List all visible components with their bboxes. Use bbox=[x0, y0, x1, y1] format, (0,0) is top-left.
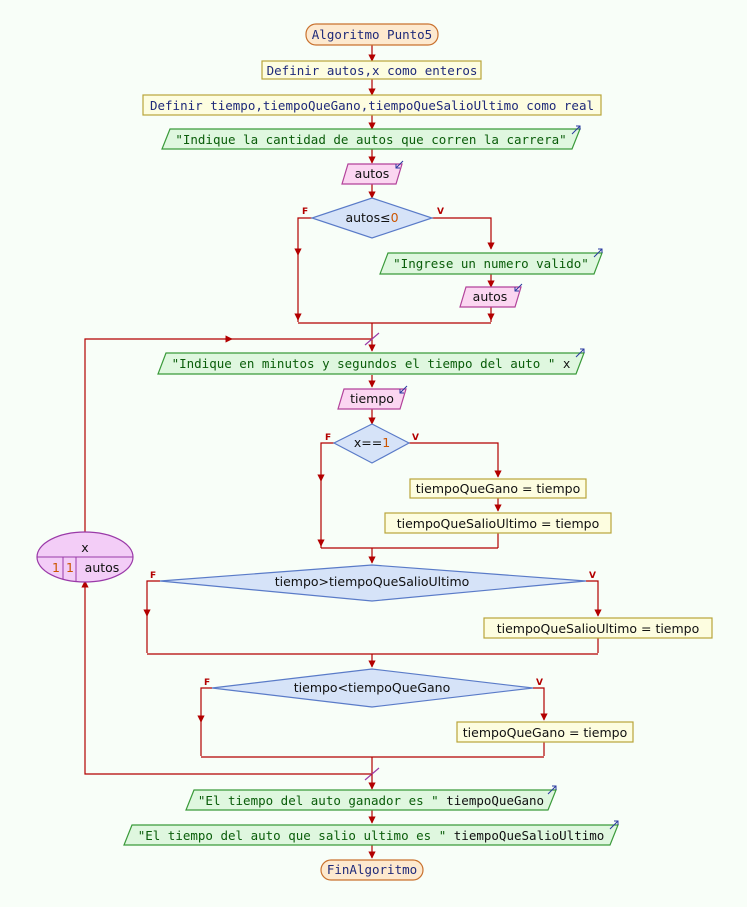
input-read-tiempo-label: tiempo bbox=[350, 391, 394, 406]
edges bbox=[81, 45, 602, 859]
decision-x-label: x==1 bbox=[354, 435, 390, 450]
output-arrow-icon bbox=[575, 348, 585, 358]
assign-tiempo-que-gano-2[interactable]: tiempoQueGano = tiempo bbox=[456, 721, 634, 743]
output-arrow-icon bbox=[547, 785, 557, 795]
decision-gano-label: tiempo<tiempoQueGano bbox=[294, 680, 451, 695]
false-flag: F bbox=[325, 433, 331, 443]
loop-end: autos bbox=[85, 560, 120, 575]
false-flag: F bbox=[150, 571, 156, 581]
output-invalid-label: "Ingrese un numero valido" bbox=[393, 256, 589, 271]
decision-tiempo-gt-ultimo[interactable]: tiempo>tiempoQueSalioUltimo bbox=[159, 564, 587, 602]
output-invalid-number[interactable]: "Ingrese un numero valido" bbox=[379, 248, 603, 275]
true-flag: V bbox=[412, 433, 419, 443]
loop-step: 1 bbox=[66, 560, 74, 575]
define-reals-label: Definir tiempo,tiempoQueGano,tiempoQueSa… bbox=[150, 98, 594, 113]
assign-gano-1-label: tiempoQueGano = tiempo bbox=[416, 481, 580, 496]
output-last-time[interactable]: "El tiempo del auto que salio ultimo es … bbox=[123, 820, 619, 846]
output-last-label: "El tiempo del auto que salio ultimo es … bbox=[138, 828, 605, 843]
end-terminal[interactable]: FinAlgoritmo bbox=[320, 859, 424, 881]
end-label: FinAlgoritmo bbox=[327, 862, 417, 877]
output-arrow-icon bbox=[593, 248, 603, 258]
true-flag: V bbox=[437, 207, 444, 217]
output-ask-count-label: "Indique la cantidad de autos que corren… bbox=[175, 132, 566, 147]
input-read-autos-label: autos bbox=[355, 166, 390, 181]
output-arrow-icon bbox=[571, 125, 581, 135]
assign-ultimo-1-label: tiempoQueSalioUltimo = tiempo bbox=[397, 516, 600, 531]
output-ask-time-label: "Indique en minutos y segundos el tiempo… bbox=[172, 356, 571, 371]
output-ask-time[interactable]: "Indique en minutos y segundos el tiempo… bbox=[157, 348, 585, 375]
true-flag: V bbox=[589, 571, 596, 581]
assign-gano-2-label: tiempoQueGano = tiempo bbox=[463, 725, 627, 740]
false-flag: F bbox=[204, 678, 210, 688]
decision-x-eq-1[interactable]: x==1 bbox=[332, 423, 411, 464]
input-read-autos-again[interactable]: autos bbox=[459, 283, 523, 308]
start-terminal[interactable]: Algoritmo Punto5 bbox=[305, 23, 439, 46]
assign-tiempo-que-salio-ultimo-2[interactable]: tiempoQueSalioUltimo = tiempo bbox=[483, 617, 713, 639]
loop-start: 1 bbox=[52, 560, 60, 575]
output-arrow-icon bbox=[609, 820, 619, 830]
start-label: Algoritmo Punto5 bbox=[312, 27, 432, 42]
loop-var: x bbox=[81, 540, 88, 555]
input-arrow-icon bbox=[395, 160, 404, 169]
define-ints-process[interactable]: Definir autos,x como enteros bbox=[261, 60, 482, 80]
assign-ultimo-2-label: tiempoQueSalioUltimo = tiempo bbox=[497, 621, 700, 636]
decision-tiempo-lt-gano[interactable]: tiempo<tiempoQueGano bbox=[211, 668, 534, 708]
decision-autos-label: autos≤0 bbox=[345, 210, 398, 225]
decision-autos-le-0[interactable]: autos≤0 bbox=[310, 197, 434, 239]
input-arrow-icon bbox=[399, 385, 408, 394]
input-read-autos-again-label: autos bbox=[473, 289, 508, 304]
define-ints-label: Definir autos,x como enteros bbox=[267, 63, 478, 78]
false-flag: F bbox=[302, 207, 308, 217]
for-loop-node[interactable]: x 1 1 autos bbox=[36, 531, 134, 583]
true-flag: V bbox=[536, 678, 543, 688]
output-ask-count[interactable]: "Indique la cantidad de autos que corren… bbox=[161, 125, 581, 150]
assign-tiempo-que-gano-1[interactable]: tiempoQueGano = tiempo bbox=[409, 478, 587, 499]
input-read-tiempo[interactable]: tiempo bbox=[337, 385, 408, 410]
input-read-autos[interactable]: autos bbox=[341, 160, 404, 185]
input-arrow-icon bbox=[514, 283, 523, 292]
define-reals-process[interactable]: Definir tiempo,tiempoQueGano,tiempoQueSa… bbox=[142, 94, 602, 116]
output-winner-label: "El tiempo del auto ganador es " tiempoQ… bbox=[198, 793, 544, 808]
decision-ultimo-label: tiempo>tiempoQueSalioUltimo bbox=[275, 574, 470, 589]
output-winner-time[interactable]: "El tiempo del auto ganador es " tiempoQ… bbox=[185, 785, 557, 811]
assign-tiempo-que-salio-ultimo-1[interactable]: tiempoQueSalioUltimo = tiempo bbox=[384, 512, 612, 534]
